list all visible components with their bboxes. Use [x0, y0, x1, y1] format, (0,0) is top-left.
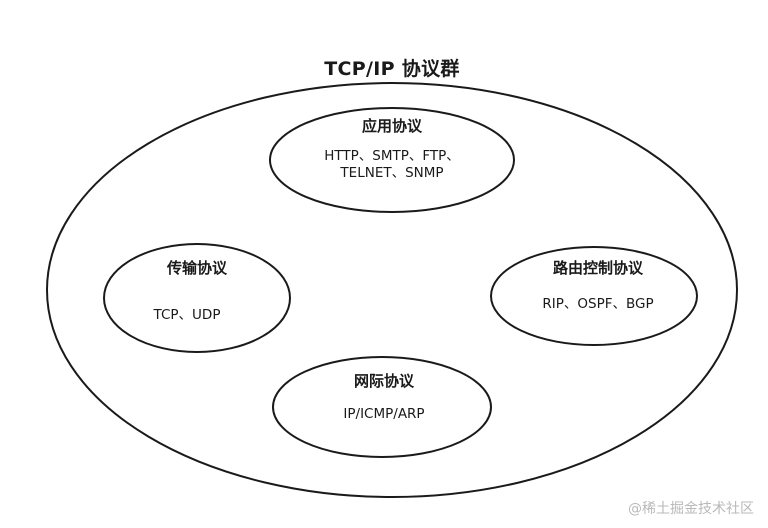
- watermark: @稀土掘金技术社区: [628, 501, 754, 517]
- transport-title: 传输协议: [166, 259, 227, 277]
- application-ellipse: [269, 107, 515, 213]
- outer-ellipse: [46, 82, 738, 498]
- application-title: 应用协议: [361, 117, 422, 135]
- diagram-title: TCP/IP 协议群: [324, 58, 460, 80]
- routing-title: 路由控制协议: [552, 259, 643, 277]
- network-title: 网际协议: [353, 372, 414, 390]
- transport-line1: TCP、UDP: [153, 307, 221, 323]
- routing-line1: RIP、OSPF、BGP: [542, 296, 654, 312]
- application-line1: HTTP、SMTP、FTP、: [324, 148, 460, 164]
- transport-ellipse: [103, 243, 291, 353]
- network-line1: IP/ICMP/ARP: [343, 406, 425, 422]
- network-ellipse: [272, 356, 492, 458]
- routing-ellipse: [490, 246, 698, 346]
- application-line2: TELNET、SNMP: [340, 165, 444, 181]
